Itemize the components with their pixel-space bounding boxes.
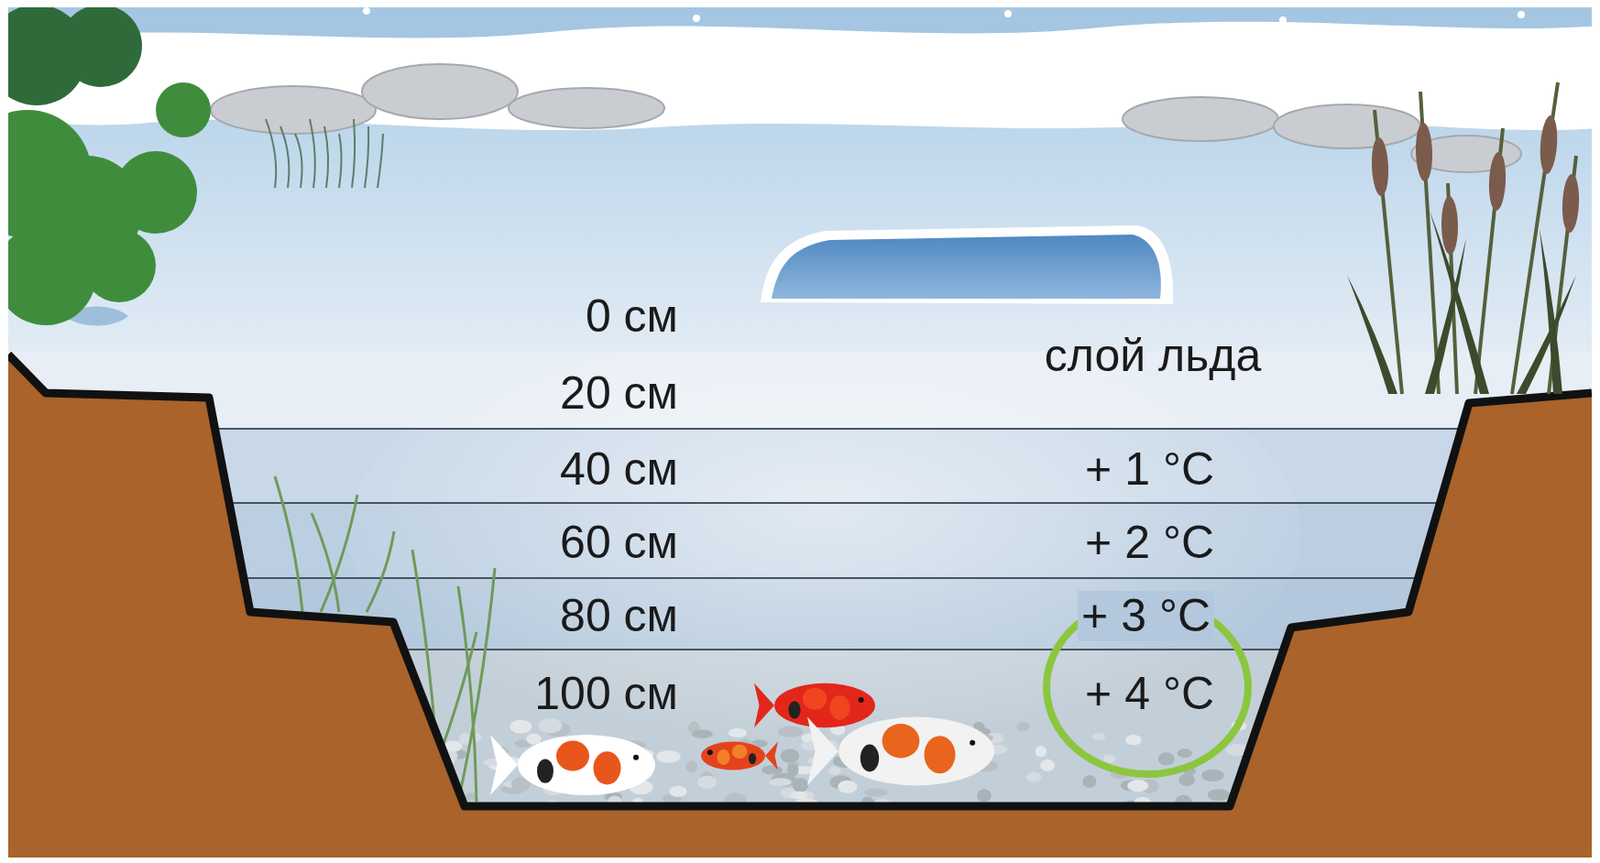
frozen-grass bbox=[280, 126, 289, 188]
cattail bbox=[1538, 114, 1560, 175]
pebble bbox=[828, 766, 842, 776]
frozen-grass bbox=[364, 126, 369, 188]
pebble bbox=[1125, 734, 1142, 746]
frozen-grass bbox=[324, 126, 329, 188]
bush bbox=[8, 224, 97, 326]
pebble bbox=[780, 749, 800, 764]
pebble bbox=[1016, 722, 1030, 733]
pebble bbox=[656, 750, 680, 764]
frozen-grass bbox=[351, 119, 355, 188]
pebble bbox=[697, 776, 717, 790]
pebble bbox=[1040, 759, 1055, 772]
pebble bbox=[1207, 789, 1230, 801]
reed-leaf bbox=[1347, 274, 1398, 395]
stone bbox=[210, 86, 376, 134]
depth-label: 100 см bbox=[534, 668, 679, 720]
pebble bbox=[538, 718, 562, 734]
cattail bbox=[1488, 152, 1508, 212]
cattail bbox=[1441, 196, 1459, 255]
bush bbox=[155, 82, 211, 138]
snowflake bbox=[1517, 10, 1525, 19]
stone bbox=[1273, 104, 1421, 149]
pebble bbox=[787, 763, 799, 777]
pebble bbox=[1103, 754, 1116, 764]
snowflake bbox=[1407, 46, 1415, 55]
frozen-grass bbox=[339, 133, 342, 188]
frozen-grass bbox=[295, 133, 303, 188]
cattail bbox=[1561, 174, 1581, 234]
snowflake bbox=[1132, 51, 1140, 59]
temperature-label: + 4 °C bbox=[1084, 668, 1215, 720]
depth-label: 20 см bbox=[559, 368, 679, 419]
pebble bbox=[1092, 733, 1107, 741]
depth-label: 0 см bbox=[585, 291, 679, 342]
pebble bbox=[1201, 769, 1225, 783]
stone bbox=[508, 87, 665, 129]
ice-hole-rim bbox=[760, 225, 1173, 305]
water-grass bbox=[366, 531, 395, 613]
pebble bbox=[976, 789, 992, 803]
snowflake bbox=[1279, 16, 1287, 24]
frozen-grass bbox=[377, 133, 384, 188]
bush bbox=[82, 229, 156, 303]
stone bbox=[361, 64, 518, 120]
koi-fish bbox=[701, 742, 779, 771]
pond-outline bbox=[8, 354, 1592, 807]
cattail bbox=[1414, 122, 1434, 182]
frozen-grass bbox=[309, 119, 316, 188]
water-shine bbox=[348, 320, 1302, 743]
ice-hole bbox=[771, 234, 1162, 299]
reed-leaf bbox=[1539, 229, 1563, 395]
reed-leaf bbox=[1429, 210, 1490, 395]
pebble bbox=[509, 720, 532, 735]
pebble bbox=[526, 734, 541, 746]
bush bbox=[114, 151, 198, 234]
layer-label: слой льда bbox=[1044, 330, 1262, 382]
pebble bbox=[1178, 773, 1195, 787]
snowflake bbox=[362, 7, 371, 15]
pebble bbox=[1158, 752, 1175, 766]
pebble bbox=[1082, 775, 1096, 789]
pebble bbox=[789, 791, 808, 800]
depth-label: 60 см bbox=[559, 517, 679, 569]
cattail bbox=[1370, 137, 1391, 198]
layer-line bbox=[8, 427, 1592, 430]
pebble bbox=[769, 778, 792, 787]
koi-fish bbox=[807, 717, 995, 787]
koi-fish bbox=[754, 683, 876, 728]
ice-surface bbox=[8, 7, 1592, 367]
koi-fish bbox=[490, 734, 656, 796]
earth bbox=[8, 354, 1592, 858]
pebble bbox=[1177, 748, 1193, 758]
pebble bbox=[864, 789, 888, 798]
pebble bbox=[778, 725, 804, 737]
pebble bbox=[691, 730, 713, 739]
layer-line bbox=[8, 502, 1592, 505]
frozen-grass bbox=[265, 119, 276, 188]
stone bbox=[1122, 97, 1279, 142]
scene bbox=[8, 7, 1592, 858]
pebble bbox=[728, 728, 747, 738]
pebble bbox=[1127, 779, 1149, 792]
bush bbox=[59, 7, 143, 88]
water-grass bbox=[274, 476, 303, 613]
pebble bbox=[668, 786, 687, 798]
snowflake bbox=[1004, 10, 1012, 18]
depth-label: 80 см bbox=[559, 591, 679, 642]
temperature-label: + 1 °C bbox=[1084, 444, 1215, 495]
pebble bbox=[1035, 745, 1047, 757]
snowflake bbox=[692, 14, 701, 22]
water-grass bbox=[311, 513, 340, 613]
pebble bbox=[1026, 772, 1042, 783]
pebble bbox=[685, 760, 698, 773]
temperature-label: + 3 °C bbox=[1077, 591, 1215, 642]
temperature-label: + 2 °C bbox=[1084, 517, 1215, 569]
pebble bbox=[837, 780, 857, 794]
depth-label: 40 см bbox=[559, 444, 679, 495]
